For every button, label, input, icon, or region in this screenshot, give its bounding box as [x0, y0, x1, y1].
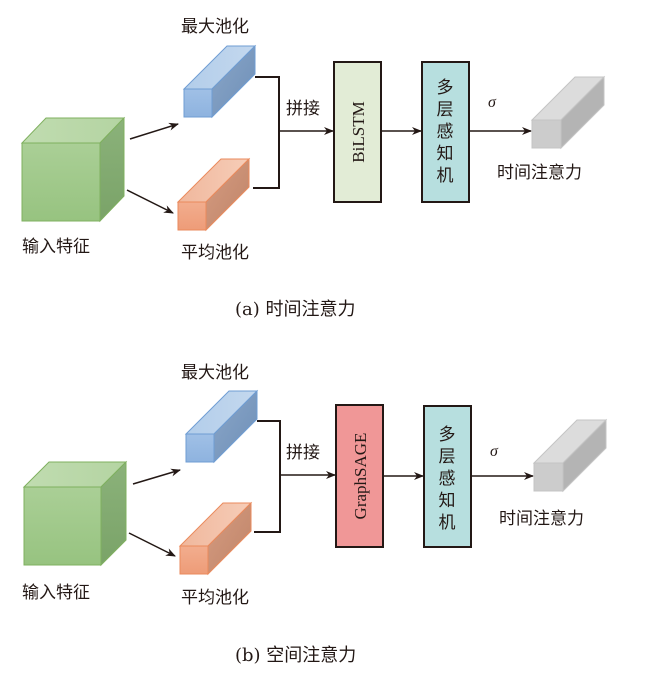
avg-pool-label: 平均池化 — [181, 243, 249, 263]
mlp-char: 机 — [439, 513, 456, 533]
graphsage-label: GraphSAGE — [351, 433, 370, 520]
input-feature-label: 输入特征 — [22, 237, 90, 257]
concat-bracket — [254, 420, 281, 533]
input-feature-cube — [20, 116, 126, 223]
panel-b: 输入特征 最大池化 平均池化 拼接 GraphSAGE 多 层 感 知 机 — [22, 363, 608, 666]
output-label: 时间注意力 — [497, 163, 582, 183]
spatial-attention-output-block — [532, 418, 608, 493]
mlp-char: 知 — [439, 491, 456, 511]
input-feature-cube — [22, 460, 128, 567]
mlp-label: 多 层 感 知 机 — [439, 425, 456, 533]
avg-pool-block — [178, 501, 253, 576]
caption-b: (b) 空间注意力 — [235, 645, 356, 666]
arrow-to-avg-pool — [128, 532, 176, 557]
temporal-attention-output-block — [530, 75, 606, 150]
max-pool-label: 最大池化 — [181, 17, 249, 37]
arrow-to-max-pool — [132, 468, 181, 485]
mlp-char: 多 — [437, 78, 454, 98]
concat-bracket — [253, 76, 280, 189]
input-feature-label: 输入特征 — [22, 583, 90, 603]
sigma-label: σ — [490, 443, 499, 460]
mlp-char: 知 — [437, 144, 454, 164]
mlp-char: 多 — [439, 425, 456, 445]
sigma-label: σ — [488, 94, 497, 111]
caption-a: (a) 时间注意力 — [235, 299, 356, 320]
panel-a: 输入特征 最大池化 平均池化 拼接 BiLSTM 多 层 — [20, 17, 606, 320]
max-pool-block — [182, 44, 257, 119]
arrow-to-max-pool — [129, 122, 179, 140]
mlp-char: 机 — [437, 166, 454, 186]
bilstm-label: BiLSTM — [349, 101, 368, 162]
mlp-char: 感 — [439, 469, 456, 489]
mlp-char: 层 — [437, 100, 454, 120]
bilstm-box — [333, 61, 382, 203]
max-pool-label: 最大池化 — [181, 363, 249, 383]
arrow-to-avg-pool — [126, 189, 174, 214]
mlp-char: 层 — [439, 447, 456, 467]
avg-pool-block — [176, 157, 251, 232]
concat-label: 拼接 — [286, 99, 320, 119]
avg-pool-label: 平均池化 — [181, 588, 249, 608]
concat-label: 拼接 — [286, 443, 320, 463]
mlp-box — [421, 61, 470, 203]
mlp-char: 感 — [437, 122, 454, 142]
output-label: 时间注意力 — [499, 509, 584, 529]
max-pool-block — [184, 389, 259, 464]
mlp-label: 多 层 感 知 机 — [437, 78, 454, 186]
